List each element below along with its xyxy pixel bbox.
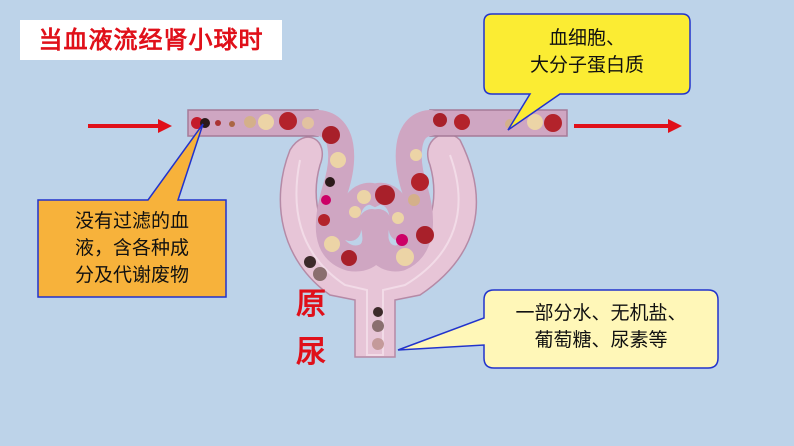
blood-cells bbox=[191, 112, 562, 266]
callout-left bbox=[37, 123, 227, 298]
callout-top-line: 大分子蛋白质 bbox=[529, 54, 644, 76]
callout-right-text: 一部分水、无机盐、 葡萄糖、尿素等 bbox=[486, 300, 716, 354]
callout-left-line: 液，含各种成 bbox=[74, 237, 189, 259]
outflow-arrow bbox=[574, 119, 682, 133]
callout-right-line: 一部分水、无机盐、 bbox=[515, 302, 687, 324]
inflow-arrow bbox=[88, 119, 172, 133]
slide-title: 当血液流经肾小球时 bbox=[20, 20, 282, 60]
callout-top-line: 血细胞、 bbox=[548, 27, 625, 49]
filtrate-particles bbox=[304, 256, 384, 350]
callout-left-line: 分及代谢废物 bbox=[74, 264, 189, 286]
callout-top-text: 血细胞、 大分子蛋白质 bbox=[490, 25, 684, 79]
urine-label-bottom: 尿 bbox=[296, 335, 326, 370]
callout-right-line: 葡萄糖、尿素等 bbox=[534, 329, 668, 351]
capsule-cavity bbox=[295, 154, 460, 356]
callout-left-text: 没有过滤的血 液，含各种成 分及代谢废物 bbox=[40, 208, 224, 289]
callout-right bbox=[397, 289, 719, 369]
callout-left-line: 没有过滤的血 bbox=[74, 210, 189, 232]
urine-label-top: 原 bbox=[296, 287, 326, 322]
callout-top bbox=[483, 13, 691, 131]
